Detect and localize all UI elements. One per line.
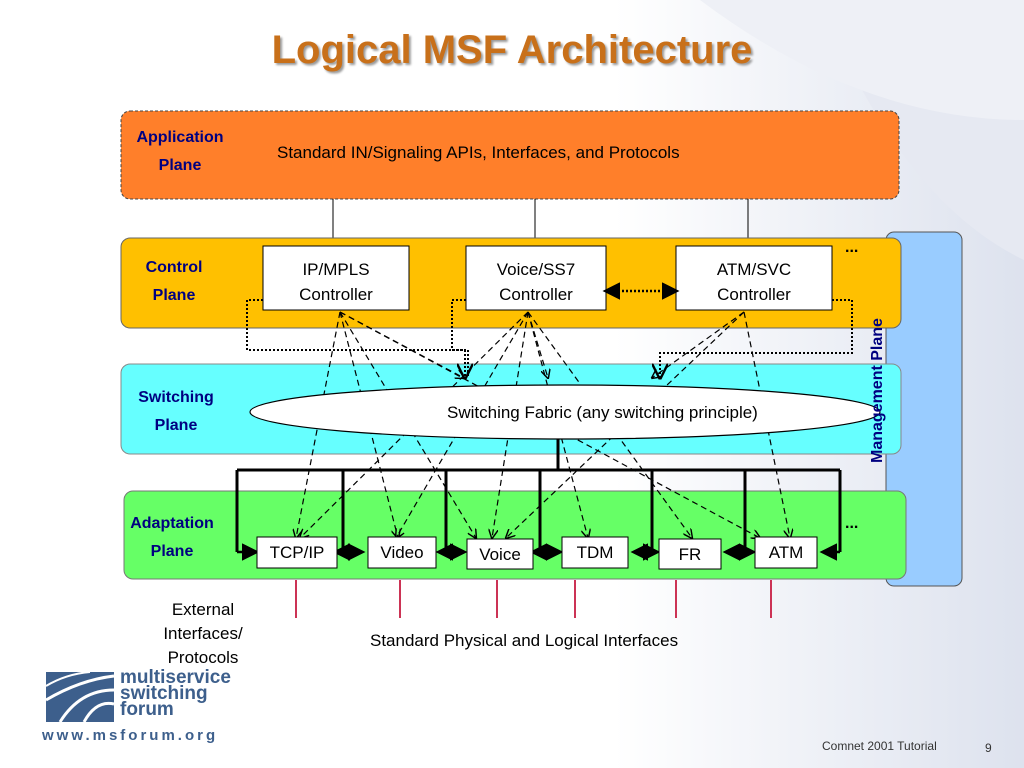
fabric-bus bbox=[235, 439, 842, 552]
page-title: Logical MSF Architecture bbox=[271, 28, 753, 72]
adaptation-plane-ellipsis: ... bbox=[845, 515, 859, 532]
physical-interfaces-label: Standard Physical and Logical Interfaces bbox=[370, 631, 679, 650]
adapter-voice-label: Voice bbox=[479, 545, 521, 564]
dotted-link-ipmpls bbox=[246, 299, 465, 378]
adapter-box-atm bbox=[754, 536, 818, 569]
application-plane-description: Standard IN/Signaling APIs, Interfaces, … bbox=[277, 143, 680, 162]
controller-box-atm bbox=[675, 245, 833, 311]
controller-box-ipmpls bbox=[262, 245, 410, 311]
switching-fabric-ellipse bbox=[249, 384, 881, 440]
adapter-box-voice bbox=[466, 538, 534, 570]
control-plane-ellipsis: ... bbox=[845, 239, 859, 256]
application-plane-box bbox=[120, 110, 900, 200]
adapter-tdm-label: TDM bbox=[576, 543, 614, 562]
switching-fabric-label: Switching Fabric (any switching principl… bbox=[447, 403, 758, 422]
adapter-tcpip-label: TCP/IP bbox=[269, 543, 325, 562]
management-plane-label: Management Plane bbox=[869, 318, 886, 463]
adapter-box-video bbox=[367, 536, 437, 569]
adapter-box-tdm bbox=[561, 536, 629, 569]
dotted-link-voice bbox=[451, 299, 469, 378]
adapter-fr-label: FR bbox=[678, 545, 702, 564]
dotted-link-atm bbox=[660, 299, 853, 378]
adapter-box-fr bbox=[658, 538, 722, 570]
msf-logo-url: www.msforum.org bbox=[42, 727, 219, 744]
adapter-atm-label: ATM bbox=[768, 543, 804, 562]
adapter-video-label: Video bbox=[380, 543, 424, 562]
adapter-box-tcpip bbox=[256, 536, 338, 569]
controller-box-voice bbox=[465, 245, 607, 311]
footer-event: Comnet 2001 Tutorial bbox=[822, 739, 937, 753]
msf-logo-mark bbox=[45, 671, 115, 723]
footer-page-number: 9 bbox=[985, 741, 992, 755]
external-interface-lines bbox=[295, 580, 772, 618]
